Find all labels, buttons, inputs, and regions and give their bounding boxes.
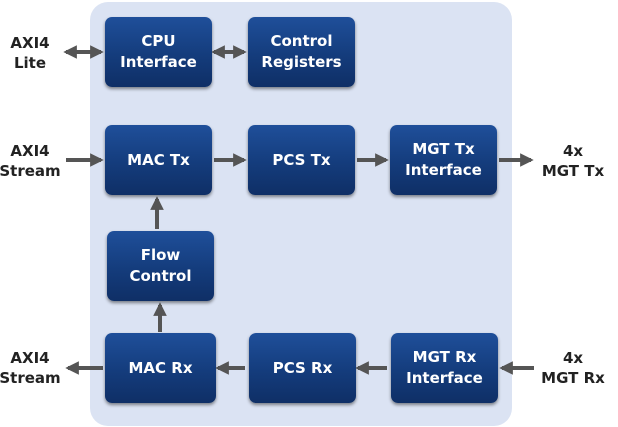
mac-tx-block: MAC Tx — [105, 125, 212, 195]
cpu-interface-block: CPU Interface — [105, 17, 212, 87]
control-registers-block: Control Registers — [248, 17, 355, 87]
pcs-tx-block: PCS Tx — [248, 125, 355, 195]
mgt-tx-label: 4x MGT Tx — [541, 142, 605, 180]
mgt-rx-label: 4x MGT Rx — [541, 349, 605, 387]
mac-rx-block: MAC Rx — [105, 333, 216, 403]
axi4-lite-label: AXI4 Lite — [10, 34, 50, 72]
pcs-rx-block: PCS Rx — [249, 333, 356, 403]
core-background — [90, 2, 512, 426]
axi4-stream-in-label: AXI4 Stream — [0, 142, 61, 180]
mgt-rx-interface-block: MGT Rx Interface — [391, 333, 498, 403]
axi4-stream-out-label: AXI4 Stream — [0, 349, 61, 387]
mgt-tx-interface-block: MGT Tx Interface — [390, 125, 497, 195]
flow-control-block: Flow Control — [107, 231, 214, 301]
